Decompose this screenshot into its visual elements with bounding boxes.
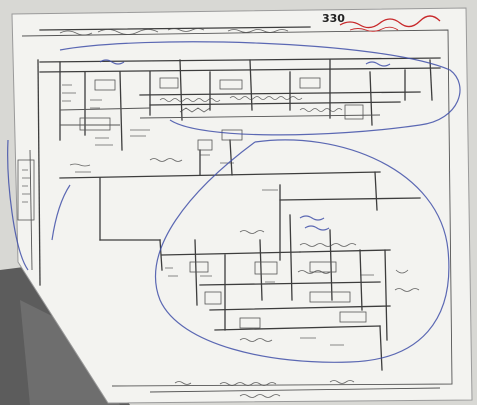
paper-sheet — [11, 7, 473, 404]
lower-loop — [155, 139, 450, 363]
middle-trunk — [59, 129, 421, 261]
title-block: 330 — [39, 12, 441, 36]
upper-network — [39, 57, 441, 173]
blue-pen-annotations — [7, 41, 461, 363]
lower-network — [159, 214, 420, 371]
bottom-caption — [149, 380, 441, 398]
page-number: 330 — [322, 12, 345, 25]
page-frame — [21, 29, 453, 387]
red-annotation — [339, 15, 441, 29]
upper-loop — [59, 41, 461, 136]
left-vertical-bus — [17, 59, 41, 286]
